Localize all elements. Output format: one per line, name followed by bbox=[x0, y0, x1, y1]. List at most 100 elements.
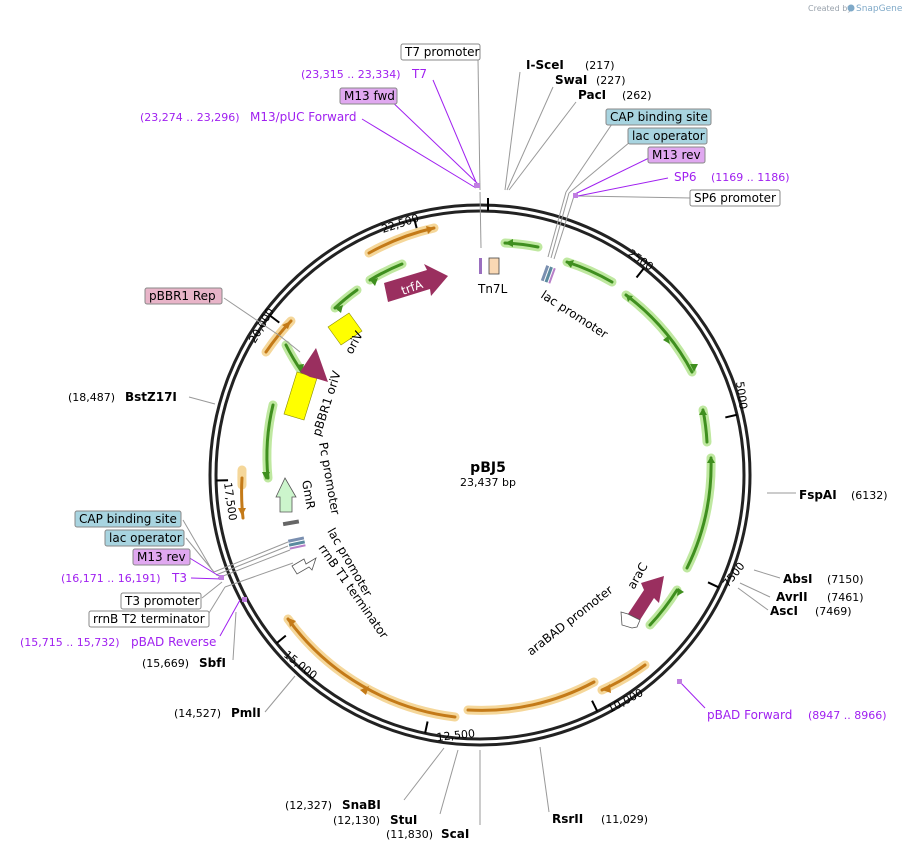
line-t7-promoter-inner bbox=[479, 191, 482, 249]
enzyme-pmli-pos: (14,527) bbox=[174, 707, 221, 720]
sp6-promoter-label: SP6 promoter bbox=[694, 191, 776, 205]
enzyme-labels: I-SceI (217) SwaI (227) PacI (262) FspAI… bbox=[68, 58, 888, 841]
t3-primer-name[interactable]: T3 bbox=[171, 571, 187, 585]
t7-promoter-box[interactable] bbox=[400, 43, 481, 61]
enzyme-snabi-pos: (12,327) bbox=[285, 799, 332, 812]
enzyme-fspai-name[interactable]: FspAI bbox=[799, 488, 837, 502]
enzyme-scai-name[interactable]: ScaI bbox=[441, 827, 469, 841]
line-stui bbox=[439, 749, 459, 815]
m13-rev-bottom-box[interactable] bbox=[132, 548, 191, 566]
enzyme-isce1-name[interactable]: I-SceI bbox=[526, 58, 564, 72]
lac-marker-1 bbox=[540, 265, 550, 282]
enzyme-paci-pos: (262) bbox=[622, 89, 652, 102]
enzyme-isce1-pos: (217) bbox=[585, 59, 615, 72]
arrowhead-16 bbox=[262, 472, 270, 480]
enzyme-paci-name[interactable]: PacI bbox=[578, 88, 606, 102]
lac-promoter-top-label: lac promoter bbox=[538, 288, 610, 342]
line-m13-fwd bbox=[385, 95, 479, 185]
tick-mark-12500 bbox=[424, 721, 429, 734]
arac-arrow bbox=[628, 576, 664, 620]
primer-mark-sp6 bbox=[573, 193, 578, 198]
t7-primer-name[interactable]: T7 bbox=[411, 67, 427, 81]
m13-fwd-box[interactable] bbox=[339, 87, 398, 105]
sp6-primer-name[interactable]: SP6 bbox=[674, 170, 697, 184]
enzyme-bstz17i-name[interactable]: BstZ17I bbox=[125, 390, 177, 404]
rrnb-t2-label: rrnB T2 terminator bbox=[93, 612, 205, 626]
enzyme-snabi-name[interactable]: SnaBI bbox=[342, 798, 381, 812]
enzyme-sbfi-name[interactable]: SbfI bbox=[199, 656, 226, 670]
tick-label-2500: 2500 bbox=[625, 247, 655, 274]
line-pbad-fwd bbox=[678, 680, 706, 709]
oriv-shape bbox=[327, 312, 363, 346]
line-paci bbox=[508, 101, 577, 191]
tn7l-shape bbox=[488, 257, 500, 275]
line-cap-top bbox=[565, 123, 613, 193]
enzyme-swai-name[interactable]: SwaI bbox=[555, 73, 587, 87]
line-t7-promoter bbox=[477, 58, 481, 191]
pbbr1-oriv-shape bbox=[283, 371, 318, 421]
cap-bottom-box[interactable] bbox=[74, 510, 182, 528]
t3-promoter-box[interactable] bbox=[120, 592, 202, 610]
cap-bottom-label: CAP binding site bbox=[79, 512, 177, 526]
m13-puc-primer-coords: (23,274 .. 23,296) bbox=[140, 111, 240, 124]
enzyme-rsrii-name[interactable]: RsrII bbox=[552, 812, 583, 826]
tick-label-12500: 12,500 bbox=[436, 727, 476, 744]
t7-promoter-label: T7 promoter bbox=[404, 45, 480, 59]
tick-marks bbox=[216, 219, 738, 734]
lac-left-marker-3 bbox=[289, 544, 306, 550]
gmr-label: GmR bbox=[299, 479, 318, 510]
arrowhead-3 bbox=[626, 295, 633, 302]
arabad-promoter-arrow bbox=[620, 611, 641, 629]
snapgene-logo-icon bbox=[847, 4, 855, 12]
tick-mark-7500 bbox=[707, 581, 720, 589]
arrowhead-2 bbox=[566, 260, 574, 268]
cap-top-label: CAP binding site bbox=[610, 110, 708, 124]
enzyme-absi-name[interactable]: AbsI bbox=[783, 572, 812, 586]
rrnb-t2-box[interactable] bbox=[88, 610, 210, 628]
enzyme-asci-name[interactable]: AscI bbox=[770, 604, 798, 618]
pbad-fwd-primer-name[interactable]: pBAD Forward bbox=[707, 708, 792, 722]
line-pmli bbox=[264, 675, 296, 713]
line-lac-inner-2 bbox=[550, 192, 570, 259]
m13-puc-primer-name[interactable]: M13/pUC Forward bbox=[250, 110, 357, 124]
plasmid-size: 23,437 bp bbox=[460, 476, 516, 489]
tick-mark-5000 bbox=[725, 413, 738, 419]
arrowhead-3b bbox=[663, 336, 670, 344]
pbad-rev-primer-name[interactable]: pBAD Reverse bbox=[131, 635, 216, 649]
primer-mark-top bbox=[474, 183, 480, 188]
t3-primer-coords: (16,171 .. 16,191) bbox=[61, 572, 161, 585]
enzyme-avrii-name[interactable]: AvrII bbox=[776, 590, 808, 604]
orange-arc-4 bbox=[240, 476, 245, 520]
line-rrnb-inner bbox=[224, 562, 294, 588]
tick-label-17500: 17,500 bbox=[221, 482, 239, 522]
cap-top-box[interactable] bbox=[605, 108, 712, 126]
sp6-primer-coords: (1169 .. 1186) bbox=[711, 171, 790, 184]
enzyme-pmli-name[interactable]: PmlI bbox=[231, 706, 261, 720]
m13-rev-top-box[interactable] bbox=[647, 146, 706, 164]
line-lac-left-3 bbox=[217, 549, 291, 579]
brand-name: SnapGene bbox=[856, 4, 903, 14]
line-t3-promoter bbox=[201, 581, 223, 599]
primer-labels: (23,315 .. 23,334) T7 (23,274 .. 23,296)… bbox=[20, 67, 887, 722]
line-rsrii bbox=[539, 746, 550, 813]
t3-promoter-label: T3 promoter bbox=[124, 594, 200, 608]
pbad-fwd-primer-coords: (8947 .. 8966) bbox=[808, 709, 887, 722]
tick-label-5000: 5000 bbox=[733, 381, 750, 411]
arrowhead-4 bbox=[699, 408, 707, 415]
lac-op-top-box[interactable] bbox=[627, 127, 708, 145]
green-arc-8 bbox=[333, 288, 359, 310]
lac-op-bottom-box[interactable] bbox=[104, 529, 185, 547]
enzyme-stui-name[interactable]: StuI bbox=[390, 813, 417, 827]
pbbr1-rep-box[interactable] bbox=[144, 287, 223, 305]
lac-marker-2 bbox=[544, 266, 553, 283]
line-sp6 bbox=[577, 177, 669, 197]
lac-op-top-label: lac operator bbox=[632, 129, 705, 143]
m13-fwd-label: M13 fwd bbox=[344, 89, 395, 103]
line-lacop-top bbox=[568, 141, 631, 194]
arrowhead-13 bbox=[370, 278, 378, 286]
tick-mark-20000 bbox=[269, 314, 280, 324]
sp6-promoter-box[interactable] bbox=[689, 189, 781, 207]
trfa-arrow bbox=[384, 264, 448, 302]
green-arc-6 bbox=[648, 588, 679, 627]
